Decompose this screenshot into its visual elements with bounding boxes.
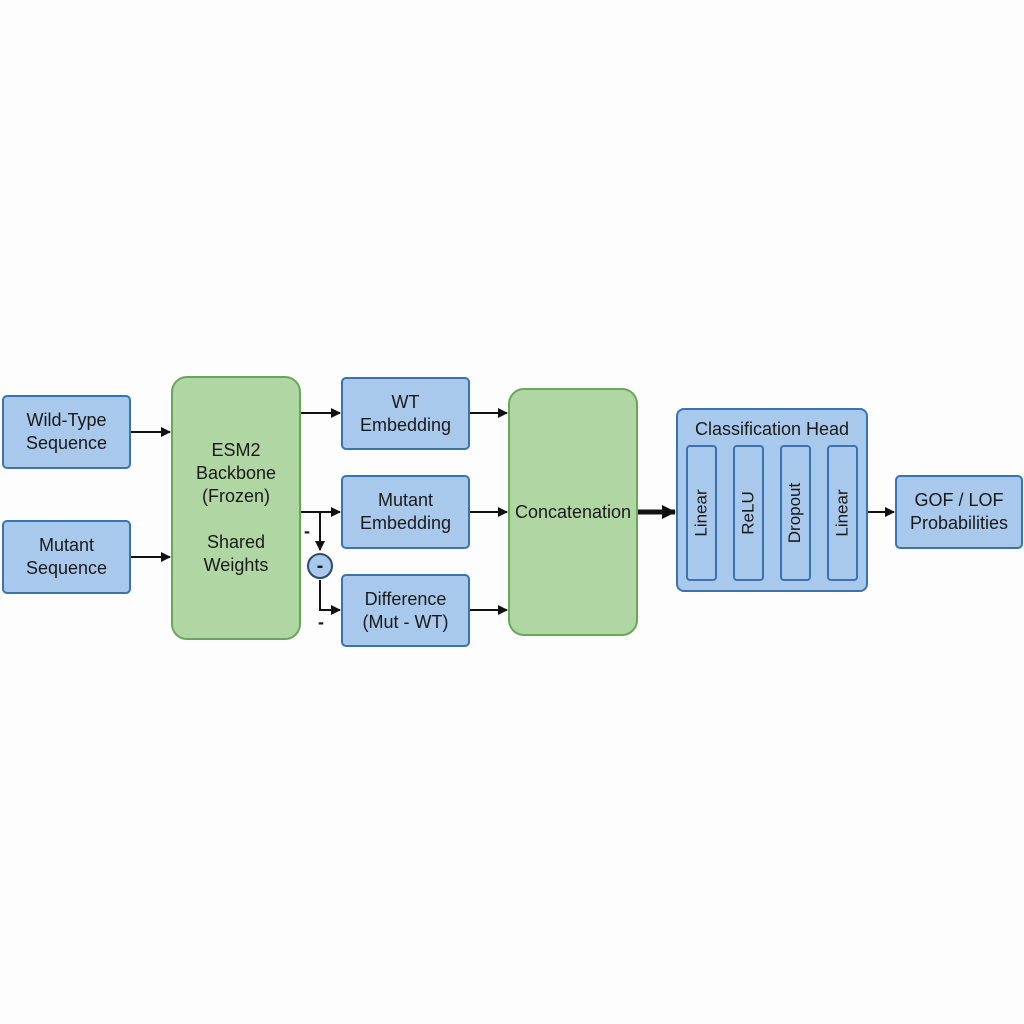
mutant-sequence-line-2: Sequence xyxy=(25,558,108,578)
head-layer-linear-2-label: Linear xyxy=(832,489,852,537)
head-layer-linear-2: Linear xyxy=(827,445,858,581)
difference-line-2: (Mut - WT) xyxy=(362,611,449,632)
esm2-backbone-line-1: ESM2 xyxy=(211,440,261,460)
wild-type-sequence-line-1: Wild-Type xyxy=(26,410,107,430)
esm2-shared-line-1: Shared xyxy=(206,532,266,552)
classification-head-title: Classification Head xyxy=(694,419,850,439)
head-layer-relu-label: ReLU xyxy=(738,491,758,535)
wild-type-sequence-line-2: Sequence xyxy=(25,433,108,453)
concatenation-label: Concatenation xyxy=(514,501,632,522)
difference-line-1: Difference xyxy=(364,588,447,609)
minus-label-bottom: - xyxy=(318,612,324,632)
mutant-embedding-line-1: Mutant xyxy=(377,490,434,510)
subtract-operator: - xyxy=(307,553,333,579)
arrow-subtract-to-difference xyxy=(319,580,341,615)
mutant-embedding-line-2: Embedding xyxy=(359,513,452,533)
output-line-1: GOF / LOF xyxy=(914,490,1004,510)
head-layer-linear-1: Linear xyxy=(686,445,717,581)
concatenation-box: Concatenation xyxy=(508,388,638,636)
wild-type-sequence-box: Wild-Type Sequence xyxy=(2,395,131,469)
esm2-backbone-line-3: (Frozen) xyxy=(201,486,270,506)
head-layer-dropout: Dropout xyxy=(780,445,811,581)
esm2-backbone-line-2: Backbone xyxy=(195,463,277,483)
head-layer-linear-1-label: Linear xyxy=(691,489,711,537)
wt-embedding-line-2: Embedding xyxy=(359,414,452,435)
mutant-embedding-box: Mutant Embedding xyxy=(341,475,470,549)
head-layer-dropout-label: Dropout xyxy=(785,482,805,544)
esm2-shared-line-2: Weights xyxy=(203,555,269,575)
mutant-sequence-box: Mutant Sequence xyxy=(2,520,131,594)
mutant-sequence-line-1: Mutant xyxy=(38,535,95,555)
difference-box: Difference (Mut - WT) xyxy=(341,574,470,647)
esm2-backbone-box: ESM2 Backbone (Frozen) Shared Weights xyxy=(171,376,301,640)
wt-embedding-line-1: WT xyxy=(391,391,420,412)
wt-embedding-box: WT Embedding xyxy=(341,377,470,450)
output-probabilities-box: GOF / LOF Probabilities xyxy=(895,475,1023,549)
minus-label-top: - xyxy=(304,521,310,541)
output-line-2: Probabilities xyxy=(909,513,1009,533)
head-layer-relu: ReLU xyxy=(733,445,764,581)
